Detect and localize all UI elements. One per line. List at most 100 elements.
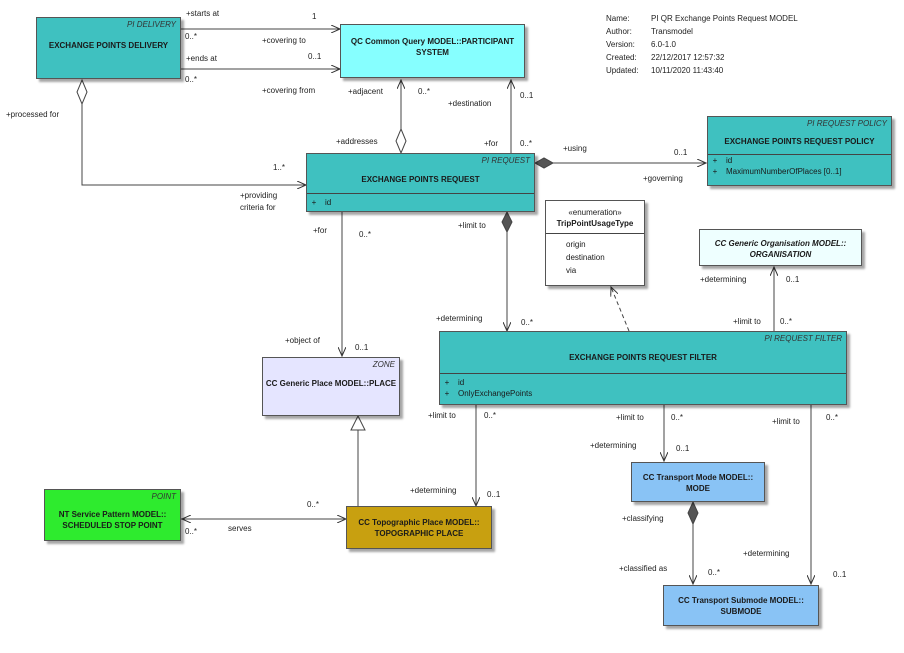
attribute-id: id — [458, 378, 465, 387]
multiplicity-label: 0..* — [185, 527, 198, 536]
class-participant-system[interactable]: QC Common Query MODEL::PARTICIPANT SYSTE… — [340, 24, 525, 78]
role-label: +adjacent — [348, 87, 383, 96]
multiplicity-label: 0..* — [520, 139, 533, 148]
multiplicity-label: 0..1 — [786, 275, 800, 284]
role-label: +governing — [643, 174, 683, 183]
class-transport-submode[interactable]: CC Transport Submode MODEL:: SUBMODE — [663, 585, 819, 626]
multiplicity-label: 0..1 — [676, 444, 690, 453]
multiplicity-label: 1 — [312, 12, 317, 21]
multiplicity-label: 0..* — [671, 413, 684, 422]
composition-diamond-policy — [533, 157, 555, 169]
role-label: +addresses — [336, 137, 378, 146]
stereotype-label: PI REQUEST FILTER — [764, 334, 842, 343]
multiplicity-label: 0..* — [708, 568, 721, 577]
role-label: +covering to — [262, 36, 306, 45]
meta-version-label: Version: — [606, 40, 635, 49]
visibility-marker: + — [311, 198, 317, 207]
model-meta: Name:PI QR Exchange Points Request MODEL… — [606, 12, 798, 77]
role-label: +processed for — [6, 110, 60, 119]
attribute-compartment: + id +MaximumNumberOfPlaces [0..1] — [708, 154, 891, 177]
generalization-triangle — [350, 414, 366, 431]
role-label: +covering from — [262, 86, 316, 95]
multiplicity-label: 0..1 — [674, 148, 688, 157]
multiplicity-label: 0..* — [418, 87, 431, 96]
enum-literal-origin: origin — [566, 240, 586, 249]
class-topographic-place[interactable]: CC Topographic Place MODEL:: TOPOGRAPHIC… — [346, 506, 492, 549]
composition-diamond-mode — [687, 500, 699, 526]
class-request-filter[interactable]: PI REQUEST FILTER EXCHANGE POINTS REQUES… — [439, 331, 847, 405]
multiplicity-label: 0..1 — [308, 52, 322, 61]
visibility-marker: + — [444, 389, 450, 398]
meta-name: PI QR Exchange Points Request MODEL — [651, 14, 798, 23]
multiplicity-label: 0..* — [780, 317, 793, 326]
meta-author-label: Author: — [606, 27, 632, 36]
visibility-marker: + — [444, 378, 450, 387]
literal-compartment: origin destination via — [546, 233, 644, 277]
role-label: +classifying — [622, 514, 664, 523]
stereotype-label: PI DELIVERY — [126, 20, 176, 29]
class-title: CC Generic Place MODEL::PLACE — [265, 379, 397, 388]
multiplicity-label: 0..1 — [833, 570, 847, 579]
attribute-row: + id — [440, 377, 846, 388]
attribute-compartment: + id + OnlyExchangePoints — [440, 373, 846, 399]
role-label: +determining — [436, 314, 483, 323]
meta-version: 6.0-1.0 — [651, 40, 676, 49]
role-label: +classified as — [619, 564, 668, 573]
attribute-only-exchange-points: OnlyExchangePoints — [458, 389, 533, 398]
class-exchange-points-request[interactable]: PI REQUEST EXCHANGE POINTS REQUEST +id — [306, 153, 535, 212]
role-label: +limit to — [458, 221, 486, 230]
role-label: +limit to — [428, 411, 456, 420]
role-label: +for — [484, 139, 499, 148]
class-title: EXCHANGE POINTS REQUEST FILTER — [569, 353, 717, 362]
role-label: +determining — [700, 275, 747, 284]
class-scheduled-stop-point[interactable]: POINT NT Service Pattern MODEL:: SCHEDUL… — [44, 489, 181, 541]
role-label: +determining — [590, 441, 637, 450]
attribute-row: + OnlyExchangePoints — [440, 388, 846, 399]
multiplicity-label: 0..* — [185, 75, 198, 84]
role-label: +limit to — [772, 417, 800, 426]
meta-updated: 10/11/2020 11:43:40 — [651, 66, 724, 75]
multiplicity-label: 0..* — [359, 230, 372, 239]
attribute-row: +MaximumNumberOfPlaces [0..1] — [708, 166, 891, 177]
class-place[interactable]: ZONE CC Generic Place MODEL::PLACE — [262, 357, 400, 416]
multiplicity-label: 0..* — [307, 500, 320, 509]
class-title: EXCHANGE POINTS REQUEST — [361, 175, 480, 184]
attribute-compartment: + id — [307, 193, 534, 208]
stereotype-label: PI REQUEST POLICY — [806, 119, 887, 128]
class-request-policy[interactable]: PI REQUEST POLICY EXCHANGE POINTS REQUES… — [707, 116, 892, 186]
aggregation-diamond-request — [395, 127, 407, 155]
class-title: CC Transport Mode MODEL:: MODE — [642, 473, 754, 493]
class-transport-mode[interactable]: CC Transport Mode MODEL:: MODE — [631, 462, 765, 502]
multiplicity-label: 1..* — [273, 163, 286, 172]
role-label: +starts at — [186, 9, 220, 18]
class-title: NT Service Pattern MODEL:: SCHEDULED STO… — [58, 510, 167, 530]
visibility-marker: + — [712, 156, 718, 165]
stereotype-label: «enumeration» — [568, 208, 622, 217]
role-label: +for — [313, 226, 328, 235]
role-label: +limit to — [616, 413, 644, 422]
association-name-label: serves — [228, 524, 252, 533]
attribute-row: + id — [307, 197, 534, 208]
role-label: +determining — [410, 486, 457, 495]
attribute-id: id — [325, 198, 332, 207]
multiplicity-label: 0..* — [521, 318, 534, 327]
meta-created: 22/12/2017 12:57:32 — [651, 53, 725, 62]
edge-processed-for — [81, 104, 306, 185]
class-exchange-points-delivery[interactable]: PI DELIVERY EXCHANGE POINTS DELIVERY — [36, 17, 181, 79]
meta-created-label: Created: — [606, 53, 637, 62]
class-title: TripPointUsageType — [556, 219, 634, 228]
multiplicity-label: 0..* — [826, 413, 839, 422]
class-title: CC Transport Submode MODEL:: SUBMODE — [678, 596, 804, 616]
role-label: +object of — [285, 336, 320, 345]
class-title: CC Generic Organisation MODEL:: ORGANISA… — [714, 239, 847, 259]
attribute-id: id — [726, 156, 733, 165]
multiplicity-label: 0..1 — [355, 343, 369, 352]
class-title: CC Topographic Place MODEL:: TOPOGRAPHIC… — [358, 518, 480, 538]
class-organisation[interactable]: CC Generic Organisation MODEL:: ORGANISA… — [699, 229, 862, 266]
role-label: +limit to — [733, 317, 761, 326]
role-label: +using — [563, 144, 587, 153]
enum-trip-point-usage-type[interactable]: «enumeration» TripPointUsageType origin … — [545, 200, 645, 286]
edge-filter-enum — [611, 287, 630, 332]
role-label: +determining — [743, 549, 790, 558]
enum-literal-destination: destination — [566, 253, 605, 262]
